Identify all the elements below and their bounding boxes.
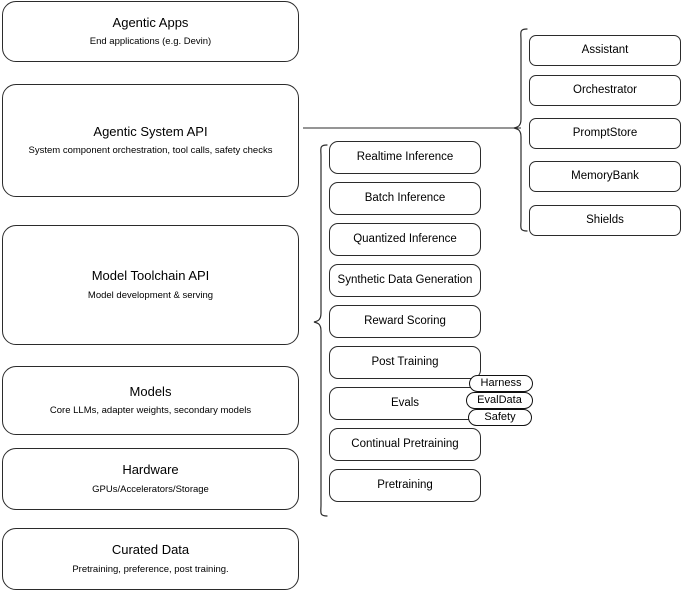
- capability-label: Batch Inference: [364, 192, 446, 205]
- capability-box-realtime-inference[interactable]: Realtime Inference: [329, 141, 481, 174]
- layer-subtitle: Pretraining, preference, post training.: [72, 563, 229, 575]
- capability-box-batch-inference[interactable]: Batch Inference: [329, 182, 481, 215]
- layer-title: Models: [129, 383, 172, 399]
- layer-subtitle: GPUs/Accelerators/Storage: [92, 483, 209, 495]
- system-component-label: MemoryBank: [571, 170, 639, 183]
- layer-title: Agentic System API: [93, 123, 208, 139]
- capability-box-evals[interactable]: Evals: [329, 387, 481, 420]
- system-component-box-assistant[interactable]: Assistant: [529, 35, 681, 66]
- layer-box-agentic-system-api[interactable]: Agentic System API System component orch…: [2, 84, 299, 197]
- capability-box-continual-pretraining[interactable]: Continual Pretraining: [329, 428, 481, 461]
- layer-subtitle: Core LLMs, adapter weights, secondary mo…: [49, 405, 252, 417]
- capability-box-reward-scoring[interactable]: Reward Scoring: [329, 305, 481, 338]
- eval-subcomponent-label: Harness: [480, 377, 522, 389]
- eval-subcomponent-label: EvalData: [477, 394, 522, 406]
- capability-label: Quantized Inference: [353, 233, 457, 246]
- layer-title: Agentic Apps: [112, 14, 189, 30]
- eval-subcomponent-evaldata[interactable]: EvalData: [466, 392, 533, 409]
- layer-box-curated-data[interactable]: Curated Data Pretraining, preference, po…: [2, 528, 299, 590]
- eval-subcomponent-label: Safety: [484, 411, 516, 423]
- layer-title: Model Toolchain API: [91, 268, 210, 284]
- layer-title: Curated Data: [111, 542, 190, 558]
- capability-label: Continual Pretraining: [351, 438, 459, 451]
- capability-label: Reward Scoring: [364, 315, 446, 328]
- system-component-label: Shields: [586, 214, 624, 227]
- layer-subtitle: Model development & serving: [87, 289, 214, 301]
- eval-subcomponent-harness[interactable]: Harness: [469, 375, 533, 392]
- system-component-box-promptstore[interactable]: PromptStore: [529, 118, 681, 149]
- capability-box-quantized-inference[interactable]: Quantized Inference: [329, 223, 481, 256]
- capability-label: Realtime Inference: [356, 151, 454, 164]
- layer-box-models[interactable]: Models Core LLMs, adapter weights, secon…: [2, 366, 299, 435]
- eval-subcomponent-safety[interactable]: Safety: [468, 409, 532, 426]
- brace-toolchain-capabilities: [313, 144, 328, 517]
- layer-subtitle: End applications (e.g. Devin): [89, 36, 212, 48]
- system-component-label: Orchestrator: [573, 84, 637, 97]
- capability-label: Synthetic Data Generation: [337, 274, 473, 287]
- system-component-box-shields[interactable]: Shields: [529, 205, 681, 236]
- layer-box-model-toolchain-api[interactable]: Model Toolchain API Model development & …: [2, 225, 299, 345]
- capability-label: Pretraining: [377, 479, 433, 492]
- layer-box-hardware[interactable]: Hardware GPUs/Accelerators/Storage: [2, 448, 299, 510]
- capability-label: Evals: [390, 397, 420, 410]
- layer-title: Hardware: [122, 462, 179, 478]
- capability-box-synthetic-data-generation[interactable]: Synthetic Data Generation: [329, 264, 481, 297]
- capability-label: Post Training: [371, 356, 439, 369]
- layer-subtitle: System component orchestration, tool cal…: [28, 145, 273, 157]
- system-component-box-orchestrator[interactable]: Orchestrator: [529, 75, 681, 106]
- capability-box-post-training[interactable]: Post Training: [329, 346, 481, 379]
- system-component-label: Assistant: [581, 44, 629, 57]
- brace-system-components: [513, 28, 528, 232]
- capability-box-pretraining[interactable]: Pretraining: [329, 469, 481, 502]
- system-component-box-memorybank[interactable]: MemoryBank: [529, 161, 681, 192]
- layer-box-agentic-apps[interactable]: Agentic Apps End applications (e.g. Devi…: [2, 1, 299, 62]
- system-component-label: PromptStore: [572, 127, 638, 140]
